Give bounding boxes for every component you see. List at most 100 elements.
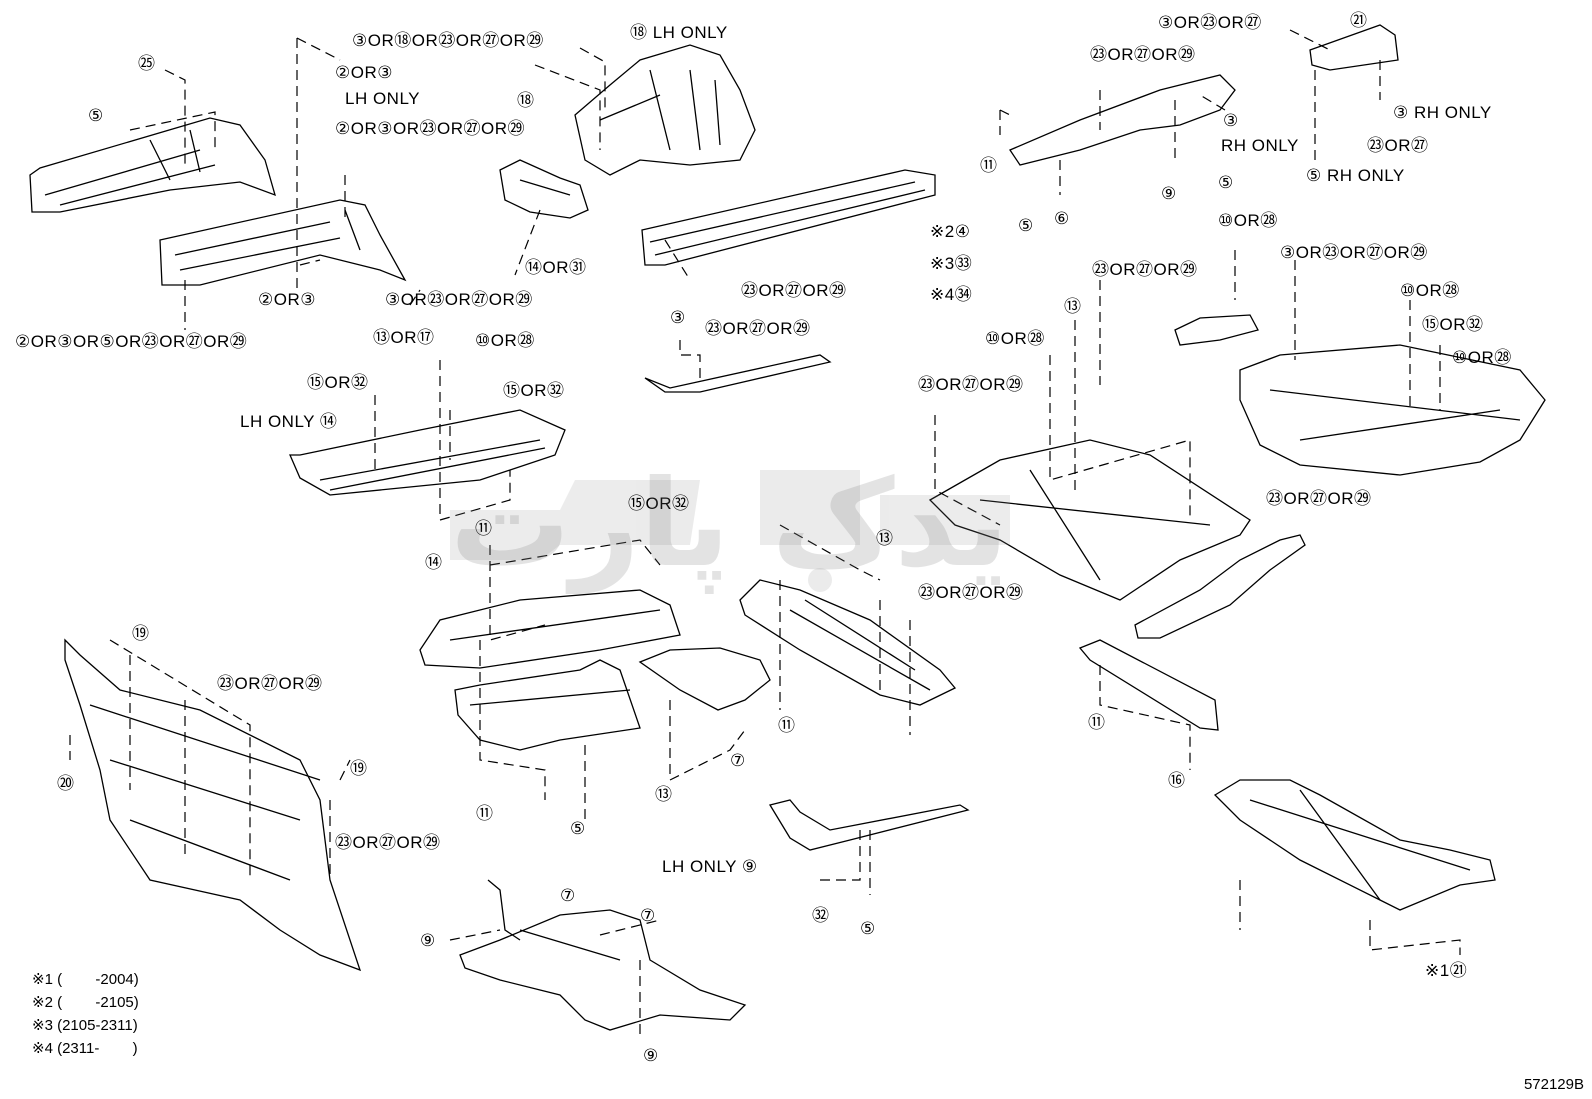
callout-c44: ⑮OR㉜: [1422, 315, 1484, 334]
callout-c71: ※1㉑: [1425, 961, 1468, 980]
callout-c09: ⑭OR㉛: [525, 258, 587, 277]
apron-bracket: [499, 159, 589, 219]
diagram-code: 572129B: [1523, 1076, 1584, 1093]
callout-c11: ③OR㉓OR㉗OR㉙: [385, 290, 533, 309]
callout-c13: ⑬OR⑰: [373, 328, 435, 347]
callout-c39: ③OR㉓OR㉗OR㉙: [1280, 243, 1428, 262]
front-side-member-lower: [159, 199, 407, 286]
dash-panel: [64, 638, 362, 972]
callout-c61: ⑪: [778, 716, 796, 735]
callout-c23: RH ONLY: [1221, 136, 1299, 155]
callout-c17: ⑮OR㉜: [503, 381, 565, 400]
callout-c55: ⑲: [350, 759, 368, 778]
callout-c51: ㉓OR㉗OR㉙: [918, 583, 1024, 602]
callout-c66: ⑤: [860, 919, 876, 938]
callout-c29: ⑤: [1218, 173, 1234, 192]
note-2: ※2 ( -2105): [32, 994, 139, 1011]
callout-c40: ㉓OR㉗OR㉙: [1092, 260, 1198, 279]
callout-c38: ⑩OR㉘: [1218, 211, 1278, 230]
callout-c03: LH ONLY: [345, 89, 420, 108]
callout-c07: ⑤: [88, 106, 104, 125]
callout-c62: ⑪: [1088, 713, 1106, 732]
callout-c06: ㉕: [138, 54, 156, 73]
callout-c60: ⑤: [570, 819, 586, 838]
rocker-rail: [641, 169, 936, 266]
callout-c42: ⑩OR㉘: [985, 329, 1045, 348]
note-1: ※1 ( -2004): [32, 971, 139, 988]
callout-c43: ⑩OR㉘: [1400, 281, 1460, 300]
rear-floor-pan: [928, 439, 1251, 601]
callout-c14: ⑩OR㉘: [475, 331, 535, 350]
callout-c67: ⑦: [560, 886, 576, 905]
notes-legend: ※1 ( -2004) ※2 ( -2105) ※3 (2105-2311) ※…: [32, 968, 139, 1060]
rear-floor-extension: [1239, 344, 1546, 476]
wheel-house-lh: [574, 44, 756, 176]
rear-crossmember: [1078, 639, 1219, 731]
note-3: ※3 (2105-2311): [32, 1017, 138, 1034]
center-tunnel: [419, 589, 681, 669]
callout-c36: ③: [670, 308, 686, 327]
callout-c41: ⑬: [1064, 297, 1082, 316]
callout-c22: ③: [1223, 111, 1239, 130]
callout-c24: ③ RH ONLY: [1393, 103, 1492, 122]
callout-c12: ②OR③OR⑤OR㉓OR㉗OR㉙: [15, 332, 248, 351]
callout-c21: ㉓OR㉗OR㉙: [1090, 45, 1196, 64]
callout-c27: ⑪: [980, 156, 998, 175]
callout-c15: ⑮OR㉜: [307, 373, 369, 392]
front-crossmember: [454, 659, 641, 751]
rear-side-rail: [1009, 74, 1236, 166]
rear-floor-bracket: [1174, 314, 1259, 346]
callout-c08: ②OR③OR㉓OR㉗OR㉙: [335, 119, 525, 138]
leader-lines: [69, 29, 1461, 1040]
callout-c68: ⑦: [640, 906, 656, 925]
callout-c26: ⑤ RH ONLY: [1306, 166, 1405, 185]
rear-suspension-member: [1213, 779, 1496, 911]
callout-c64: LH ONLY ⑨: [662, 857, 758, 876]
callout-c25: ㉓OR㉗: [1367, 136, 1429, 155]
rear-bumper-arm: [1309, 24, 1399, 71]
callout-c05: ⑱: [517, 91, 535, 110]
callout-c37: ㉓OR㉗OR㉙: [705, 319, 811, 338]
callout-c33: ※3㉝: [930, 254, 973, 273]
callout-c65: ㉜: [812, 906, 830, 925]
rocker-reinforcement: [644, 354, 832, 393]
callout-c46: ㉓OR㉗OR㉙: [918, 375, 1024, 394]
front-floor-pan-lh: [289, 409, 566, 496]
front-side-member-upper: [29, 117, 276, 213]
callout-c49: ⑪: [475, 519, 493, 538]
callout-c48: ⑮OR㉜: [628, 494, 690, 513]
callout-c50: ⑬: [876, 529, 894, 548]
callout-c45: ⑩OR㉘: [1452, 348, 1512, 367]
callout-c35: ㉓OR㉗OR㉙: [741, 281, 847, 300]
callout-c57: ⑦: [730, 751, 746, 770]
callout-c52: ⑲: [132, 624, 150, 643]
callout-c58: ⑬: [655, 785, 673, 804]
callout-c18: ⑭: [425, 553, 443, 572]
callout-c32: ※2④: [930, 222, 971, 241]
callout-c19: ③OR㉓OR㉗: [1158, 13, 1262, 32]
front-suspension-member: [459, 879, 747, 1031]
callout-c47: ㉓OR㉗OR㉙: [1266, 489, 1372, 508]
note-4: ※4 (2311- ): [32, 1040, 138, 1057]
callout-c70: ⑨: [643, 1046, 659, 1065]
callout-c04: ⑱ LH ONLY: [630, 23, 728, 42]
watermark: یدک پارت: [450, 455, 1009, 594]
floor-bracket: [638, 647, 771, 711]
rear-side-member: [1134, 534, 1306, 639]
callout-c16: LH ONLY ⑭: [240, 412, 338, 431]
callout-c56: ㉓OR㉗OR㉙: [335, 833, 441, 852]
callout-c28: ⑨: [1161, 184, 1177, 203]
callout-c34: ※4㉞: [930, 285, 973, 304]
callout-c10: ②OR③: [258, 290, 316, 309]
callout-c53: ㉓OR㉗OR㉙: [217, 674, 323, 693]
callout-c54: ⑳: [57, 774, 75, 793]
callout-c59: ⑪: [476, 804, 494, 823]
callout-c63: ⑯: [1168, 771, 1186, 790]
watermark-shapes: [450, 470, 1010, 592]
callout-c01: ③OR⑱OR㉓OR㉗OR㉙: [352, 31, 544, 50]
callout-c31: ⑥: [1054, 209, 1070, 228]
callout-c30: ⑤: [1018, 216, 1034, 235]
floor-under-rail: [768, 799, 970, 851]
